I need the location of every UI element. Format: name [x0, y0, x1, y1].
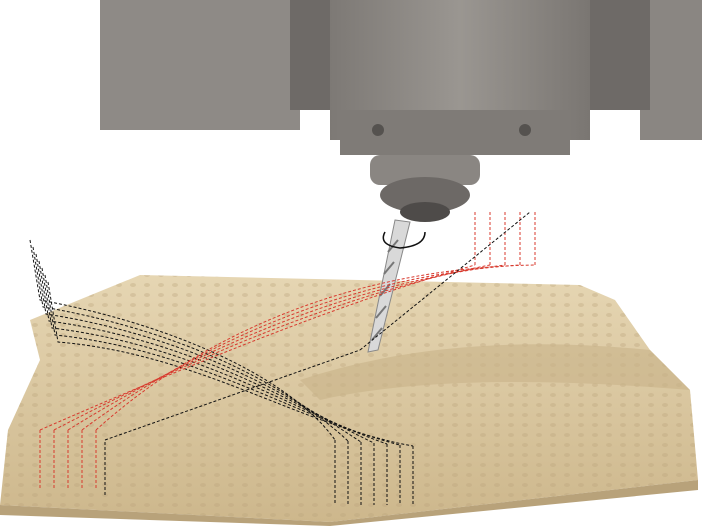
toolpaths [29, 211, 536, 505]
toolpath-black [35, 253, 362, 443]
toolpath-black [47, 281, 414, 447]
toolpath-black [32, 246, 349, 442]
toolpath-red [81, 264, 521, 490]
machine-head [100, 0, 702, 222]
toolpath-red [53, 264, 491, 490]
toolpath-black [38, 260, 375, 444]
toolpath-red [95, 264, 536, 490]
toolpath-black-return [359, 211, 531, 351]
toolpath-red [67, 264, 506, 490]
rotation-arrow-icon [382, 231, 426, 249]
toolpath-black-link [104, 349, 361, 495]
toolpath-red [39, 264, 476, 490]
